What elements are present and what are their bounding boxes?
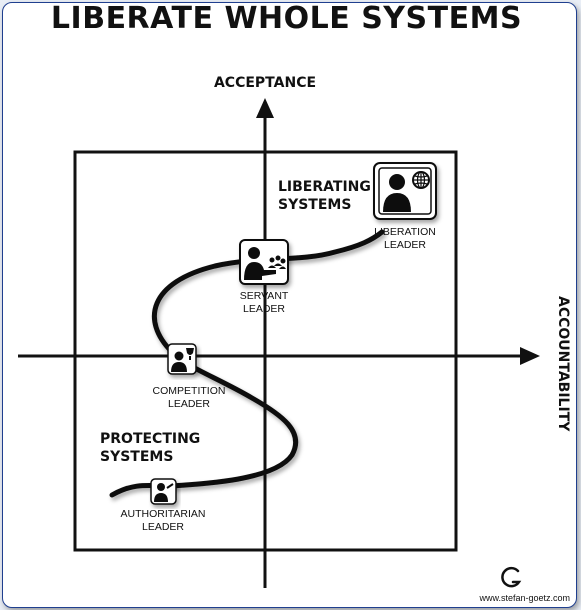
authoritarian-leader-line1: AUTHORITARIAN [120,508,206,520]
competition-leader-line1: COMPETITION [152,385,226,397]
liberating-systems-line2: SYSTEMS [278,197,352,213]
accountability-axis-arrowhead [520,347,540,365]
liberating-systems-line1: LIBERATING [278,179,371,195]
competition-leader-label: COMPETITION LEADER [139,385,239,411]
accountability-axis-label: ACCOUNTABILITY [555,296,571,432]
protecting-systems-line2: SYSTEMS [100,449,174,465]
stefan-goetz-logo [501,566,522,588]
website-label: www.stefan-goetz.com [479,593,570,603]
servant-leader-line2: LEADER [242,303,285,315]
page-title: LIBERATE WHOLE SYSTEMS [50,1,523,36]
protecting-systems-line1: PROTECTING [100,431,201,447]
liberation-leader-line1: LIBERATION [374,226,436,238]
liberating-systems-label: LIBERATING SYSTEMS [278,178,388,214]
competition-leader-icon [167,343,197,375]
authoritarian-leader-line2: LEADER [141,521,184,533]
liberation-leader-icon [373,162,437,220]
authoritarian-leader-label: AUTHORITARIAN LEADER [113,508,213,534]
servant-leader-label: SERVANT LEADER [224,290,304,316]
authoritarian-leader-icon [150,478,177,505]
liberation-leader-label: LIBERATION LEADER [362,226,448,252]
servant-leader-icon [239,239,289,285]
competition-leader-line2: LEADER [167,398,210,410]
acceptance-axis-arrowhead [256,98,274,118]
protecting-systems-label: PROTECTING SYSTEMS [100,430,210,466]
acceptance-axis-label: ACCEPTANCE [213,75,317,91]
servant-leader-line1: SERVANT [239,290,289,302]
liberation-leader-line2: LEADER [383,239,426,251]
